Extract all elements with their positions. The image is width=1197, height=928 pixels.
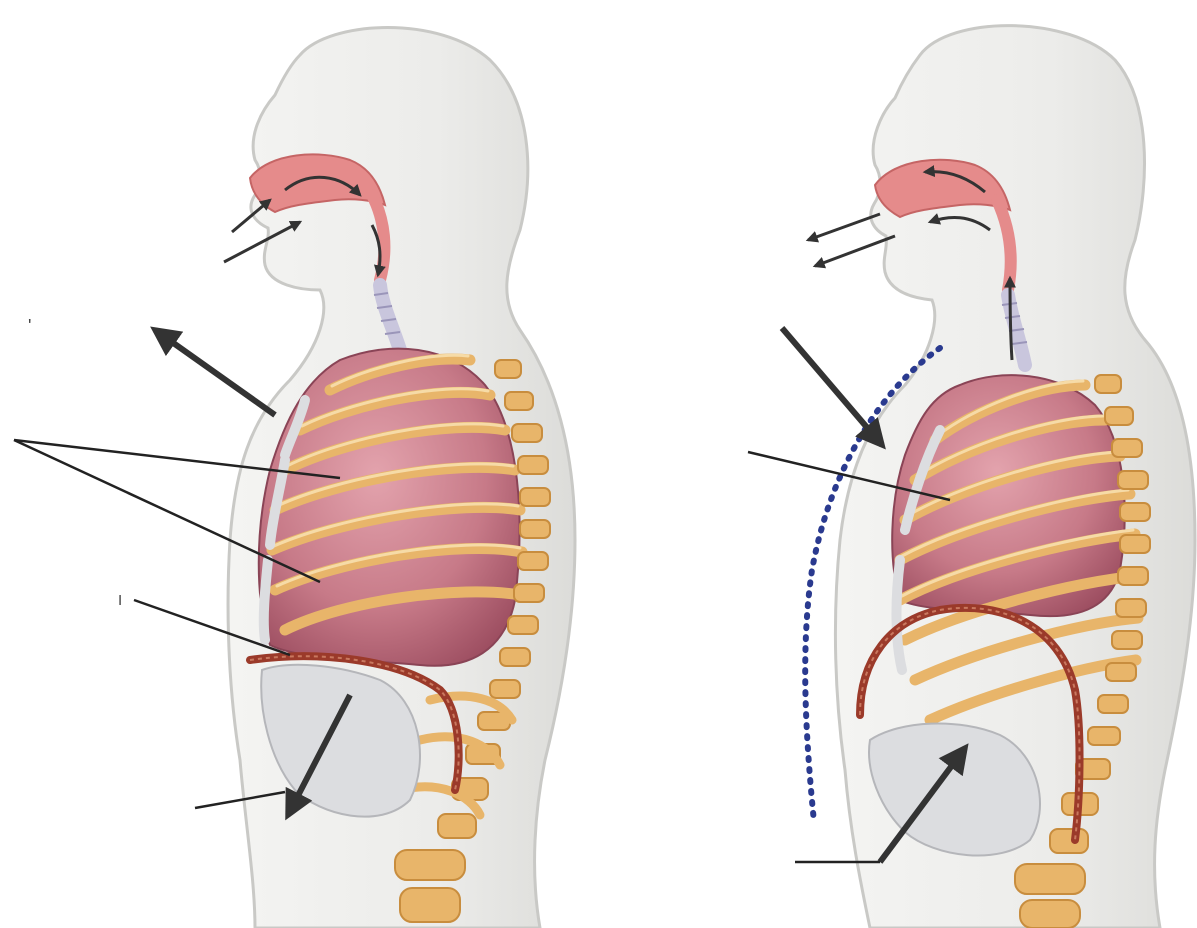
quote-mark: ' — [28, 316, 31, 336]
exhalation-figure — [748, 26, 1195, 928]
chest-outward-arrow — [155, 330, 275, 415]
airflow-out-arrow-1 — [808, 214, 880, 240]
chest-inward-arrow — [782, 328, 882, 445]
inhalation-figure — [14, 28, 575, 928]
label-tick-mark: I — [118, 592, 122, 609]
